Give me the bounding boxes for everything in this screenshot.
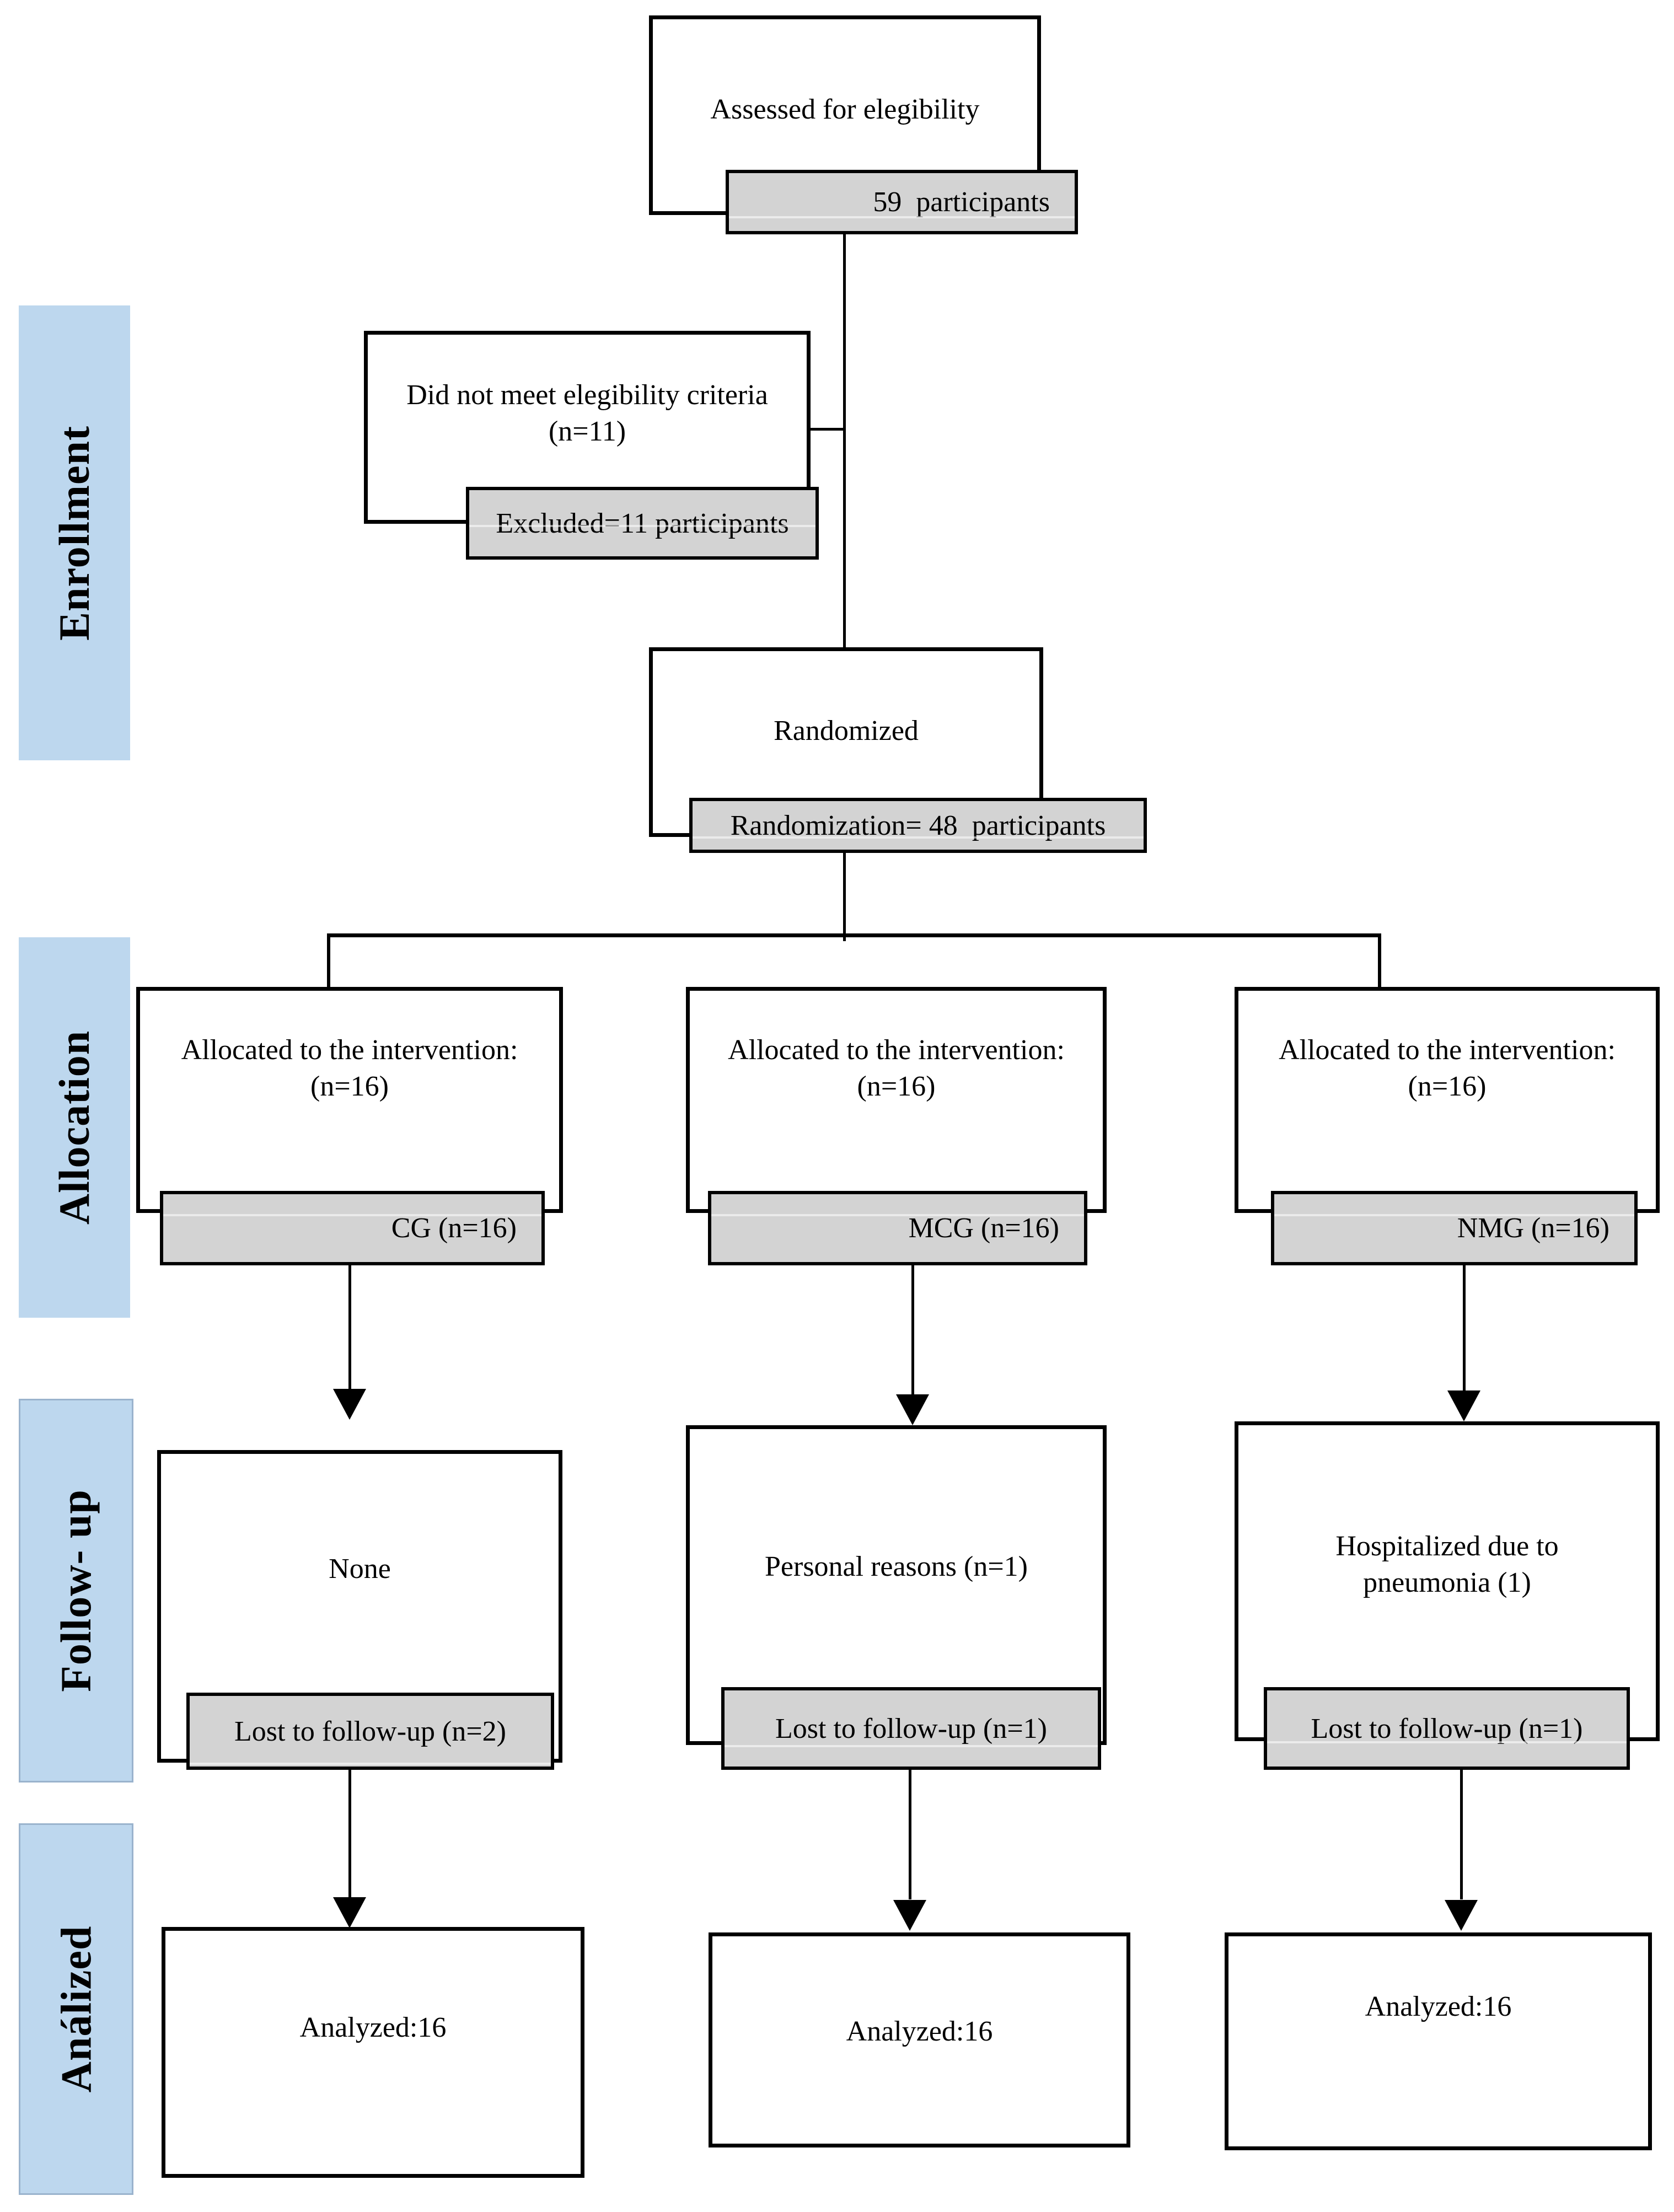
allocation-tab-nmg-gridline <box>1274 1214 1634 1216</box>
arrow-line-followup-2 <box>911 1265 914 1395</box>
band-allocation: Allocation <box>19 937 130 1318</box>
analyzed-box-1: Analyzed:16 <box>162 1927 584 2178</box>
randomized-count-tab-label: Randomization= 48 participants <box>730 809 1106 841</box>
allocation-tab-mcg: MCG (n=16) <box>708 1191 1087 1265</box>
followup-tab-2-gridline <box>725 1745 1098 1747</box>
arrow-line-followup-3 <box>1463 1265 1466 1392</box>
connector-spine-top <box>843 234 846 647</box>
followup-box-1-reason: None <box>329 1553 391 1585</box>
excluded-tab-gridline <box>469 525 815 527</box>
band-enrollment: Enrollment <box>19 305 130 760</box>
connector-stub-left <box>327 933 330 987</box>
allocation-box-1: Allocated to the intervention: (n=16) <box>136 987 563 1213</box>
arrowhead-analyzed-2 <box>893 1900 926 1931</box>
analyzed-box-2: Analyzed:16 <box>709 1932 1130 2147</box>
arrowhead-followup-1 <box>333 1389 366 1420</box>
allocation-box-1-line2: (n=16) <box>310 1071 389 1102</box>
arrowhead-analyzed-1 <box>333 1897 366 1928</box>
allocation-box-2-line1: Allocated to the intervention: <box>728 1034 1065 1066</box>
randomized-tab-gridline <box>693 836 1144 839</box>
followup-tab-2-label: Lost to follow-up (n=1) <box>775 1712 1047 1744</box>
allocation-box-3-line2: (n=16) <box>1408 1071 1487 1102</box>
arrowhead-followup-2 <box>896 1394 929 1425</box>
allocation-tab-nmg: NMG (n=16) <box>1271 1191 1638 1265</box>
allocation-box-3-line1: Allocated to the intervention: <box>1279 1034 1616 1066</box>
connector-spine-bottom <box>843 852 846 941</box>
assessed-tab-gridline <box>729 216 1075 218</box>
band-followup: Follow- up <box>19 1399 133 1783</box>
allocation-tab-cg-label: CG (n=16) <box>391 1212 517 1244</box>
arrow-line-analyzed-3 <box>1460 1770 1463 1899</box>
band-label-analyzed: Análized <box>52 1925 100 2093</box>
connector-split-line <box>327 933 1381 937</box>
followup-tab-1: Lost to follow-up (n=2) <box>186 1693 554 1770</box>
excluded-box-line1: Did not meet elegibility criteria <box>406 379 768 411</box>
assessed-count-tab: 59 participants <box>726 170 1078 234</box>
followup-tab-3-gridline <box>1267 1741 1627 1743</box>
arrowhead-followup-3 <box>1447 1390 1480 1421</box>
allocation-box-3: Allocated to the intervention: (n=16) <box>1235 987 1660 1213</box>
band-analyzed: Análized <box>19 1823 133 2195</box>
randomized-count-tab: Randomization= 48 participants <box>689 798 1147 853</box>
allocation-tab-cg-gridline <box>163 1214 541 1216</box>
excluded-count-tab: Excluded=11 participants <box>466 487 819 560</box>
connector-stub-right <box>1378 933 1381 987</box>
arrow-line-analyzed-1 <box>348 1770 351 1899</box>
followup-tab-3: Lost to follow-up (n=1) <box>1264 1687 1630 1770</box>
excluded-box-line2: (n=11) <box>548 416 626 447</box>
followup-box-3-reason-line1: Hospitalized due to <box>1335 1531 1559 1562</box>
allocation-box-1-line1: Allocated to the intervention: <box>181 1034 518 1066</box>
arrow-line-analyzed-2 <box>909 1770 911 1899</box>
allocation-box-2-line2: (n=16) <box>857 1071 936 1102</box>
analyzed-box-1-label: Analyzed:16 <box>299 2011 447 2043</box>
followup-tab-2: Lost to follow-up (n=1) <box>721 1687 1101 1770</box>
allocation-tab-mcg-label: MCG (n=16) <box>908 1212 1059 1244</box>
band-label-allocation: Allocation <box>50 1030 99 1225</box>
randomized-box-label: Randomized <box>774 715 919 747</box>
assessed-box-label: Assessed for elegibility <box>710 94 980 125</box>
followup-tab-1-gridline <box>190 1763 551 1765</box>
analyzed-box-2-label: Analyzed:16 <box>846 2016 993 2047</box>
allocation-box-2: Allocated to the intervention: (n=16) <box>686 987 1107 1213</box>
connector-excluded-branch <box>811 428 845 431</box>
allocation-tab-cg: CG (n=16) <box>160 1191 545 1265</box>
arrowhead-analyzed-3 <box>1445 1900 1478 1931</box>
analyzed-box-3-label: Analyzed:16 <box>1365 1991 1512 2022</box>
arrow-line-followup-1 <box>348 1265 351 1389</box>
followup-box-3-reason-line2: pneumonia (1) <box>1363 1567 1531 1598</box>
followup-tab-3-label: Lost to follow-up (n=1) <box>1311 1712 1583 1744</box>
allocation-tab-nmg-label: NMG (n=16) <box>1457 1212 1609 1244</box>
followup-tab-1-label: Lost to follow-up (n=2) <box>234 1715 506 1747</box>
followup-box-2-reason: Personal reasons (n=1) <box>765 1551 1028 1582</box>
analyzed-box-3: Analyzed:16 <box>1225 1932 1652 2150</box>
excluded-count-tab-label: Excluded=11 participants <box>496 507 789 539</box>
allocation-tab-mcg-gridline <box>711 1214 1084 1216</box>
band-label-followup: Follow- up <box>52 1489 100 1692</box>
band-label-enrollment: Enrollment <box>50 425 99 641</box>
assessed-count-tab-label: 59 participants <box>873 186 1050 218</box>
